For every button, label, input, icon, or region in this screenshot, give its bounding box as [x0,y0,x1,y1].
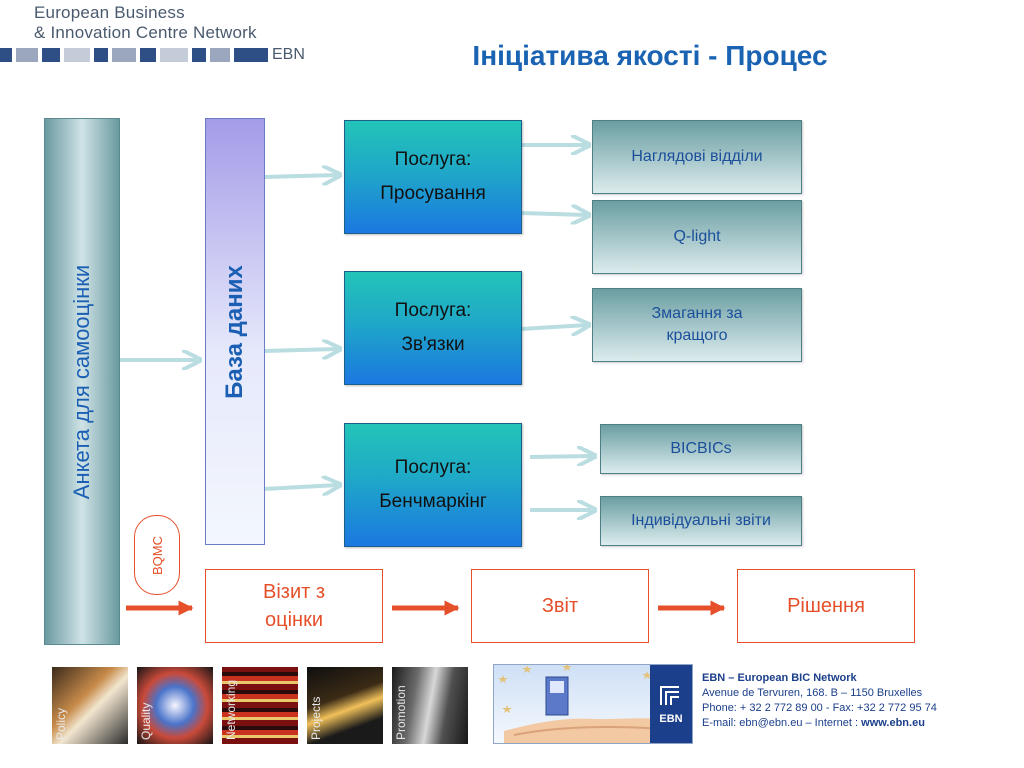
step-report: Звіт [471,569,649,643]
service-label-name: Зв'язки [401,334,465,355]
footer-tile-promotion: Promotion [392,667,468,744]
arrow-svc1-res2 [520,213,587,215]
page-title: Ініціатива якості - Процес [472,40,828,71]
ebn-logo-text: EBN [659,713,683,725]
service-box-promotion: Послуга: Просування [344,120,522,234]
arrow-svc3-res4 [529,456,593,457]
step-label: Звіт [541,595,579,617]
result-box-bicbics: BICBICs [600,424,802,474]
arrow-db-svc2 [263,349,338,351]
banner-image: EBN [493,664,693,744]
result-label: BICBICs [670,440,732,457]
ebn-logo-panel: EBN [650,665,692,743]
bqmc-label: BQMC [149,535,165,575]
hand-with-card-image [498,665,684,743]
tile-label: Networking [224,679,238,740]
arrow-db-svc3 [263,485,338,489]
result-label: Q-light [673,228,721,245]
arrow-db-svc1 [263,175,338,177]
service-box-benchmarking: Послуга: Бенчмаркінг [344,423,522,547]
footer-tile-networking: Networking [222,667,298,744]
service-label-prefix: Послуга: [394,300,472,321]
bqmc-badge: BQMC [134,515,180,595]
service-box-networking: Послуга: Зв'язки [344,271,522,385]
database-label: База даних [221,264,249,399]
step-assessment-visit: Візит з оцінки [205,569,383,643]
ebn-logo-icon [660,686,679,705]
contact-block: EBN – European BIC Network Avenue de Ter… [702,671,937,731]
tile-label: Quality [139,702,153,740]
result-box-best-competition: Змагання за кращого [592,288,802,362]
contact-phone: Phone: + 32 2 772 89 00 - Fax: +32 2 772… [702,702,937,714]
contact-org: EBN – European BIC Network [702,672,857,684]
self-assessment-survey-bar: Анкета для самооцінки [44,118,120,645]
footer-tile-policy: Policy [52,667,128,744]
result-label: Наглядові відділи [631,148,763,165]
service-label-prefix: Послуга: [394,149,472,170]
step-decision: Рішення [737,569,915,643]
org-name-line1: European Business [34,3,185,22]
step-label: Рішення [787,595,865,617]
step-label: Візит з оцінки [262,581,325,631]
service-label-name: Бенчмаркінг [379,491,487,512]
org-name-line2: & Innovation Centre Network [34,23,257,42]
contact-website-link[interactable]: www.ebn.eu [861,717,925,729]
database-bar: База даних [205,118,265,545]
self-assessment-survey-label: Анкета для самооцінки [69,264,94,499]
result-label: Змагання за кращого [651,305,743,344]
footer-tile-projects: Projects [307,667,383,744]
contact-address: Avenue de Tervuren, 168. B – 1150 Bruxel… [702,687,923,699]
arrow-svc2-res3 [520,325,587,329]
result-box-supervisory-departments: Наглядові відділи [592,120,802,194]
result-box-individual-reports: Індивідуальні звіти [600,496,802,546]
service-label-name: Просування [380,183,486,204]
tile-label: Projects [309,696,323,740]
result-box-q-light: Q-light [592,200,802,274]
tile-label: Policy [54,707,68,740]
contact-email-line: E-mail: ebn@ebn.eu – Internet : www.ebn.… [702,716,937,731]
contact-email: E-mail: ebn@ebn.eu – Internet : [702,717,862,729]
service-label-prefix: Послуга: [394,457,472,478]
ebn-header-label: EBN [272,46,305,63]
result-label: Індивідуальні звіти [631,512,771,529]
footer-tile-quality: Quality [137,667,213,744]
tile-label: Promotion [394,685,408,740]
